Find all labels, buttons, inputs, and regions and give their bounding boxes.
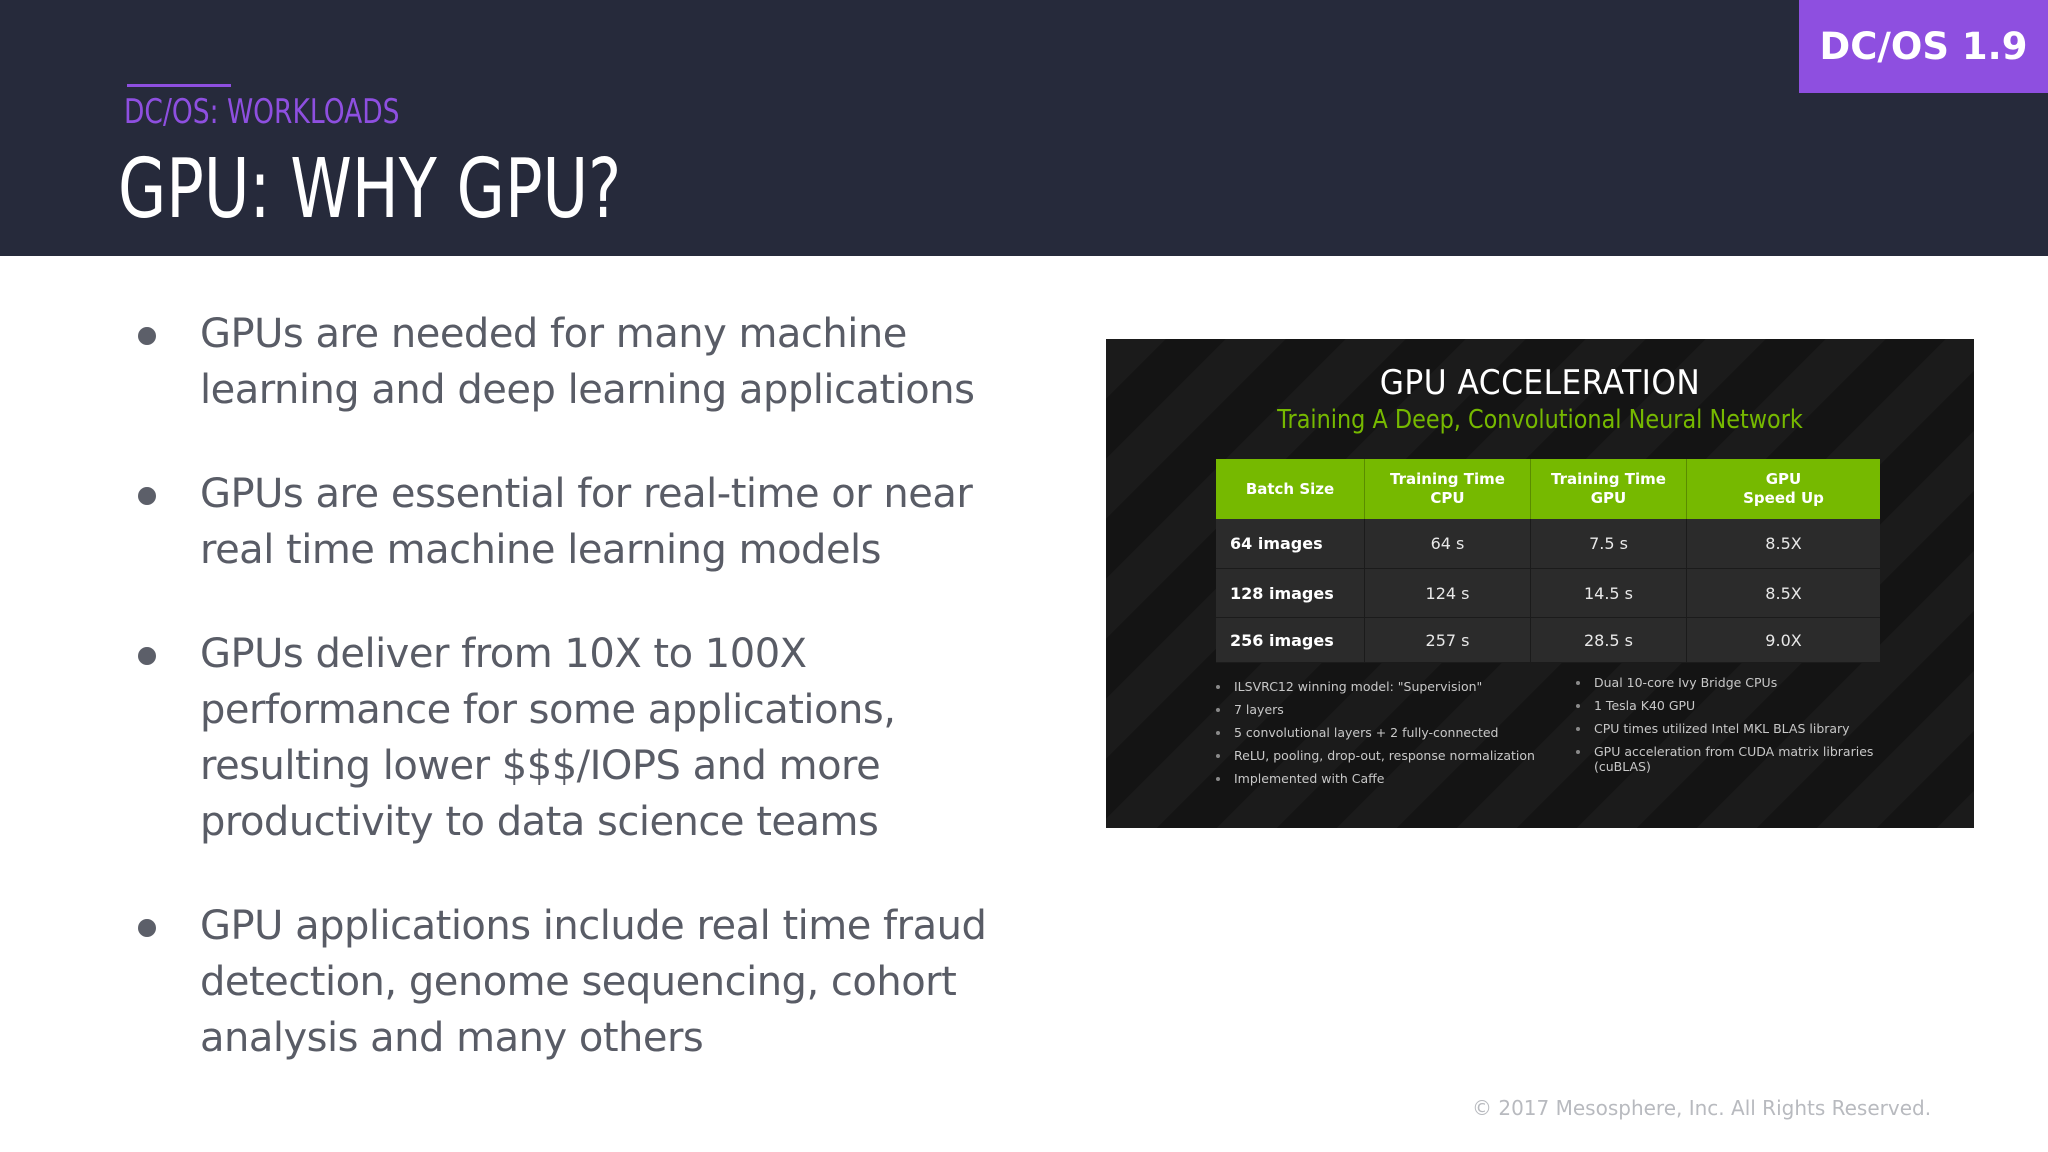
list-item: 1 Tesla K40 GPU — [1574, 698, 1894, 713]
section-label: DC/OS: WORKLOADS — [124, 92, 400, 132]
version-badge: DC/OS 1.9 — [1799, 0, 2048, 93]
hardware-notes-list: Dual 10-core Ivy Bridge CPUs 1 Tesla K40… — [1574, 675, 1894, 782]
column-header: GPU Speed Up — [1686, 459, 1880, 519]
table-cell: 64 s — [1364, 519, 1531, 569]
table-cell: 8.5X — [1686, 519, 1880, 569]
bullet-dot-icon — [138, 327, 156, 345]
model-notes-list: ILSVRC12 winning model: "Supervision" 7 … — [1214, 675, 1554, 790]
table-cell: 8.5X — [1686, 568, 1880, 618]
bullet-item: GPUs are essential for real-time or near… — [130, 466, 1030, 578]
table-cell: 128 images — [1216, 568, 1365, 618]
list-item: CPU times utilized Intel MKL BLAS librar… — [1574, 721, 1894, 736]
table-cell: 28.5 s — [1530, 617, 1687, 663]
table-cell: 256 images — [1216, 617, 1365, 663]
table-cell: 124 s — [1364, 568, 1531, 618]
gpu-benchmark-table: Batch Size Training Time CPU Training Ti… — [1216, 459, 1880, 663]
bullet-dot-icon — [138, 919, 156, 937]
embedded-title: GPU ACCELERATION — [1379, 363, 1701, 403]
list-item: Dual 10-core Ivy Bridge CPUs — [1574, 675, 1894, 690]
slide-title: GPU: WHY GPU? — [118, 142, 622, 237]
bullet-item: GPUs deliver from 10X to 100X performanc… — [130, 626, 1030, 850]
bullet-text: GPUs are needed for many machine learnin… — [200, 311, 975, 413]
bullet-text: GPU applications include real time fraud… — [200, 903, 987, 1061]
header-band: DC/OS: WORKLOADS GPU: WHY GPU? — [0, 0, 2048, 256]
list-item: 5 convolutional layers + 2 fully-connect… — [1214, 721, 1554, 744]
table-row: 64 images 64 s 7.5 s 8.5X — [1216, 519, 1880, 569]
gpu-acceleration-image: GPU ACCELERATION Training A Deep, Convol… — [1106, 339, 1974, 828]
table-cell: 257 s — [1364, 617, 1531, 663]
copyright-footer: © 2017 Mesosphere, Inc. All Rights Reser… — [1472, 1096, 1932, 1120]
list-item: Implemented with Caffe — [1214, 767, 1554, 790]
table-cell: 7.5 s — [1530, 519, 1687, 569]
table-header-row: Batch Size Training Time CPU Training Ti… — [1216, 459, 1880, 519]
section-rule — [127, 84, 231, 87]
bullet-list: GPUs are needed for many machine learnin… — [130, 306, 1030, 1066]
bullet-dot-icon — [138, 487, 156, 505]
bullet-item: GPUs are needed for many machine learnin… — [130, 306, 1030, 418]
list-item: ReLU, pooling, drop-out, response normal… — [1214, 744, 1554, 767]
column-header: Training Time CPU — [1364, 459, 1531, 519]
embedded-subtitle: Training A Deep, Convolutional Neural Ne… — [1277, 405, 1803, 435]
bullet-item: GPU applications include real time fraud… — [130, 898, 1030, 1066]
table-row: 256 images 257 s 28.5 s 9.0X — [1216, 617, 1880, 663]
list-item: 7 layers — [1214, 698, 1554, 721]
column-header: Training Time GPU — [1530, 459, 1687, 519]
bullet-text: GPUs deliver from 10X to 100X performanc… — [200, 631, 896, 845]
list-item: GPU acceleration from CUDA matrix librar… — [1574, 744, 1894, 774]
table-cell: 64 images — [1216, 519, 1365, 569]
table-row: 128 images 124 s 14.5 s 8.5X — [1216, 568, 1880, 618]
bullet-text: GPUs are essential for real-time or near… — [200, 471, 973, 573]
table-cell: 9.0X — [1686, 617, 1880, 663]
list-item: ILSVRC12 winning model: "Supervision" — [1214, 675, 1554, 698]
table-cell: 14.5 s — [1530, 568, 1687, 618]
column-header: Batch Size — [1216, 459, 1365, 519]
bullet-dot-icon — [138, 647, 156, 665]
